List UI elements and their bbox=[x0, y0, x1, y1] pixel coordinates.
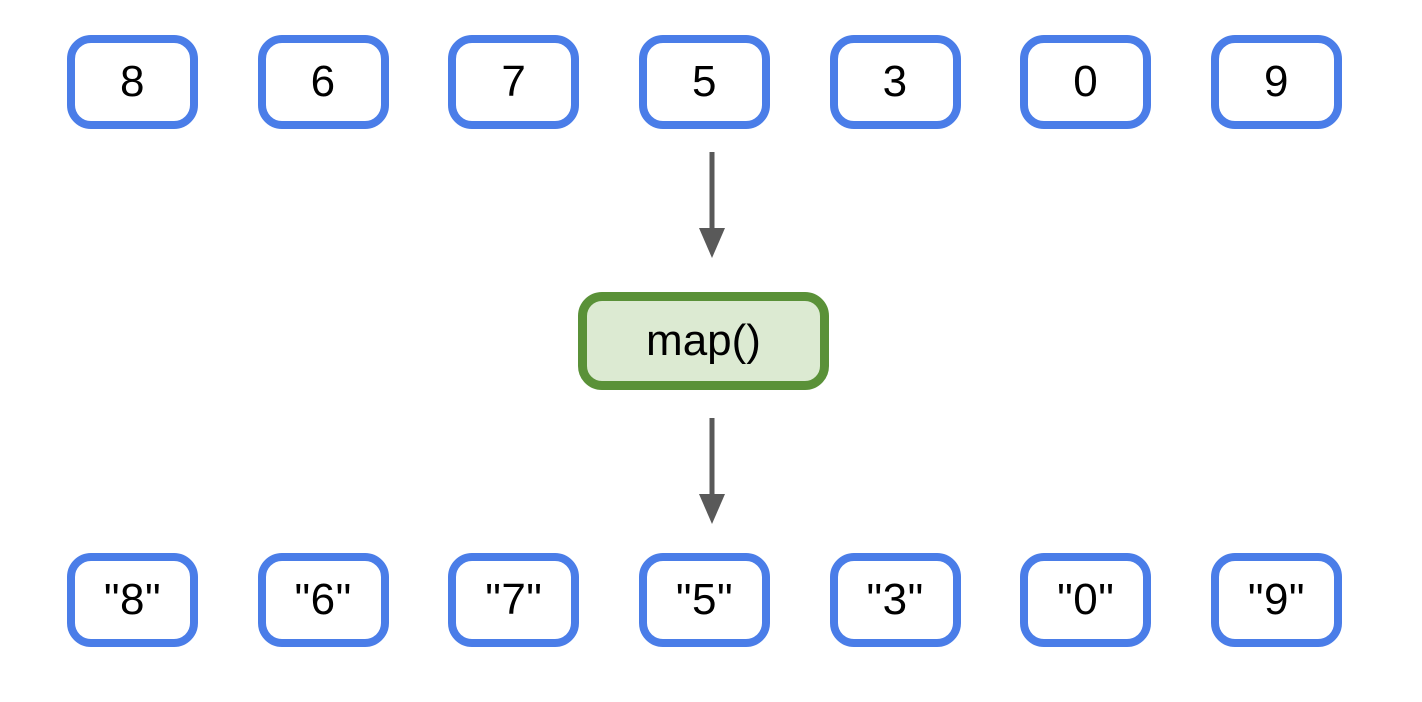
output-value: "0" bbox=[1057, 575, 1115, 624]
input-box: 3 bbox=[829, 35, 961, 129]
input-box: 8 bbox=[67, 35, 198, 129]
input-value: 7 bbox=[501, 57, 527, 106]
output-box: "5" bbox=[638, 553, 770, 647]
output-value: "9" bbox=[1247, 575, 1306, 624]
input-box: 0 bbox=[1020, 35, 1152, 129]
input-value: 9 bbox=[1263, 57, 1289, 106]
output-value: "3" bbox=[866, 575, 924, 624]
output-box: "6" bbox=[257, 553, 389, 647]
down-arrow-icon bbox=[699, 152, 725, 258]
input-box: 5 bbox=[638, 35, 770, 129]
input-row: 8 6 7 5 3 0 9 bbox=[67, 35, 1342, 129]
output-box: "3" bbox=[829, 553, 961, 647]
output-row: "8" "6" "7" "5" "3" "0" "9" bbox=[67, 553, 1342, 647]
input-box: 7 bbox=[448, 35, 580, 129]
input-value: 0 bbox=[1073, 57, 1099, 106]
input-value: 3 bbox=[882, 57, 908, 106]
map-function-box: map() bbox=[578, 292, 829, 390]
output-box: "9" bbox=[1210, 553, 1342, 647]
input-box: 9 bbox=[1210, 35, 1342, 129]
output-value: "6" bbox=[294, 575, 352, 624]
output-value: "5" bbox=[675, 575, 734, 624]
output-box: "7" bbox=[448, 553, 580, 647]
output-value: "8" bbox=[103, 575, 162, 624]
input-box: 6 bbox=[257, 35, 389, 129]
input-value: 5 bbox=[691, 57, 717, 106]
output-box: "8" bbox=[67, 553, 198, 647]
output-box: "0" bbox=[1020, 553, 1152, 647]
map-function-label: map() bbox=[646, 316, 761, 365]
input-value: 8 bbox=[120, 57, 145, 106]
output-value: "7" bbox=[485, 575, 543, 624]
down-arrow-icon bbox=[699, 418, 725, 524]
input-value: 6 bbox=[310, 57, 336, 106]
